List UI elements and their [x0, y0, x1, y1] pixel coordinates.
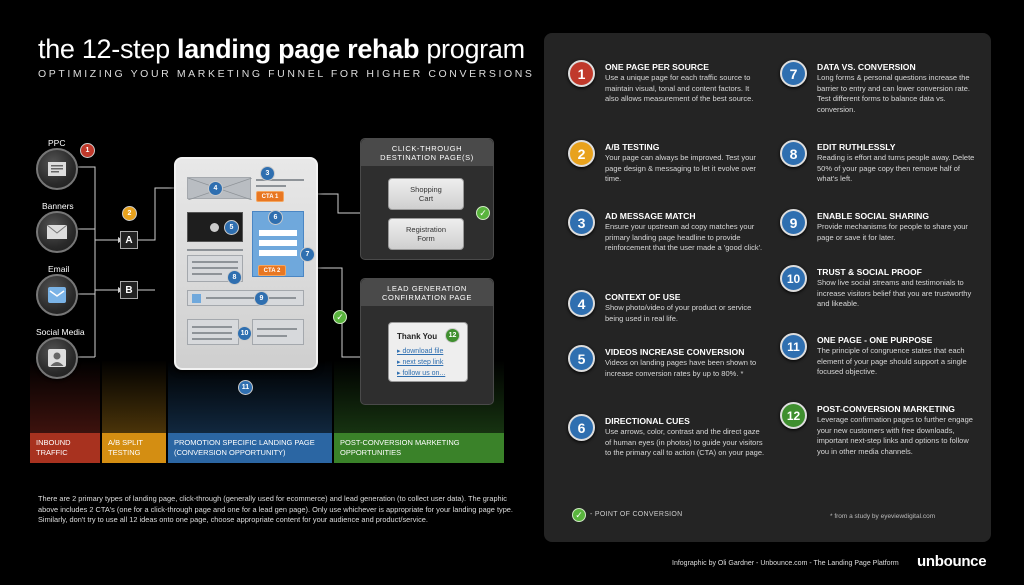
email-icon	[48, 287, 66, 303]
badge-7: 7	[300, 247, 315, 262]
source-label-banners: Banners	[42, 201, 74, 211]
step-title: ENABLE SOCIAL SHARING	[817, 211, 930, 221]
footer-description: There are 2 primary types of landing pag…	[38, 494, 513, 524]
text-block	[187, 255, 243, 282]
step-number-badge: 4	[568, 290, 595, 317]
document-icon	[48, 162, 66, 176]
step-description: Reading is effort and turns people away.…	[817, 153, 975, 184]
column-label-post: POST-CONVERSION MARKETING OPPORTUNITIES	[334, 433, 504, 463]
video-block	[187, 212, 243, 242]
point-of-conversion-icon: ✓	[572, 508, 586, 522]
step-number-badge: 5	[568, 345, 595, 372]
step-title: CONTEXT OF USE	[605, 292, 681, 302]
hero-image-block	[187, 177, 253, 201]
conversion-check-icon: ✓	[333, 310, 347, 324]
step-number-badge: 8	[780, 140, 807, 167]
source-email	[36, 274, 78, 316]
badge-12: 12	[445, 328, 460, 343]
step-title: POST-CONVERSION MARKETING	[817, 404, 955, 414]
badge-5: 5	[224, 220, 239, 235]
step-title: VIDEOS INCREASE CONVERSION	[605, 347, 745, 357]
step-title: ONE PAGE PER SOURCE	[605, 62, 709, 72]
step-description: Use a unique page for each traffic sourc…	[605, 73, 754, 104]
variant-b-box: B	[120, 281, 138, 299]
step-description: Provide mechanisms for people to share y…	[817, 222, 968, 242]
source-ppc	[36, 148, 78, 190]
cta-1-button[interactable]: CTA 1	[256, 191, 284, 202]
column-label-ab: A/B SPLIT TESTING	[102, 433, 166, 463]
page-subtitle: OPTIMIZING YOUR MARKETING FUNNEL FOR HIG…	[38, 68, 535, 80]
study-footnote: * from a study by eyeviewdigital.com	[830, 513, 936, 520]
step-title: ONE PAGE - ONE PURPOSE	[817, 335, 933, 345]
step-number-badge: 2	[568, 140, 595, 167]
badge-8: 8	[227, 270, 242, 285]
badge-6: 6	[268, 210, 283, 225]
badge-2: 2	[122, 206, 137, 221]
step-title: DIRECTIONAL CUES	[605, 416, 690, 426]
column-label-inbound: INBOUND TRAFFIC	[30, 433, 100, 463]
badge-9: 9	[254, 291, 269, 306]
step-title: A/B TESTING	[605, 142, 660, 152]
steps-panel	[544, 33, 991, 542]
step-description: Use arrows, color, contrast and the dire…	[605, 427, 765, 458]
source-label-ppc: PPC	[48, 138, 66, 148]
point-of-conversion-label: - POINT OF CONVERSION	[590, 511, 683, 518]
badge-4: 4	[208, 181, 223, 196]
social-share-block	[187, 290, 304, 306]
infographic-credit: Infographic by Oli Gardner - Unbounce.co…	[672, 560, 899, 567]
badge-11: 11	[238, 380, 253, 395]
thank-you-heading: Thank You	[397, 332, 438, 341]
step-description: Ensure your upstream ad copy matches you…	[605, 222, 763, 253]
person-icon	[48, 349, 66, 367]
conversion-check-icon: ✓	[476, 206, 490, 220]
step-number-badge: 6	[568, 414, 595, 441]
step-title: AD MESSAGE MATCH	[605, 211, 696, 221]
step-description: Show live social streams and testimonial…	[817, 278, 972, 309]
step-number-badge: 10	[780, 265, 807, 292]
step-description: Your page can always be improved. Test y…	[605, 153, 756, 184]
badge-3: 3	[260, 166, 275, 181]
lead-link-download[interactable]: ▸ download file	[397, 348, 444, 355]
step-title: TRUST & SOCIAL PROOF	[817, 267, 922, 277]
lead-link-follow[interactable]: ▸ follow us on...	[397, 370, 446, 377]
badge-1: 1	[80, 143, 95, 158]
source-social-media	[36, 337, 78, 379]
column-label-landing: PROMOTION SPECIFIC LANDING PAGE (CONVERS…	[168, 433, 332, 463]
step-title: DATA vs. CONVERSION	[817, 62, 916, 72]
step-number-badge: 9	[780, 209, 807, 236]
step-description: Videos on landing pages have been shown …	[605, 358, 757, 378]
step-description: Leverage confirmation pages to further e…	[817, 415, 973, 456]
source-label-email: Email	[48, 264, 70, 274]
source-banners	[36, 211, 78, 253]
testimonial-block	[187, 319, 239, 345]
step-number-badge: 3	[568, 209, 595, 236]
lead-link-next-step[interactable]: ▸ next step link	[397, 359, 444, 366]
step-number-badge: 11	[780, 333, 807, 360]
page-title: the 12-step landing page rehab program	[38, 34, 525, 64]
envelope-icon	[47, 225, 67, 239]
registration-form-button[interactable]: Registration Form	[388, 218, 464, 250]
step-title: EDIT RUTHLESSLY	[817, 142, 896, 152]
unbounce-logo: unbounce	[917, 553, 987, 570]
step-description: Show photo/video of your product or serv…	[605, 303, 752, 323]
step-description: Long forms & personal questions increase…	[817, 73, 970, 114]
badge-10: 10	[237, 326, 252, 341]
step-number-badge: 1	[568, 60, 595, 87]
shopping-cart-button[interactable]: Shopping Cart	[388, 178, 464, 210]
step-description: The principle of congruence states that …	[817, 346, 967, 377]
source-label-social: Social Media	[36, 327, 85, 337]
step-number-badge: 12	[780, 402, 807, 429]
cta-2-button[interactable]: CTA 2	[258, 265, 286, 276]
variant-a-box: A	[120, 231, 138, 249]
destination-panel-title: CLICK-THROUGH DESTINATION PAGE(S)	[361, 139, 493, 166]
lead-panel-title: LEAD GENERATION CONFIRMATION PAGE	[361, 279, 493, 306]
step-number-badge: 7	[780, 60, 807, 87]
testimonial-block-2	[252, 319, 304, 345]
